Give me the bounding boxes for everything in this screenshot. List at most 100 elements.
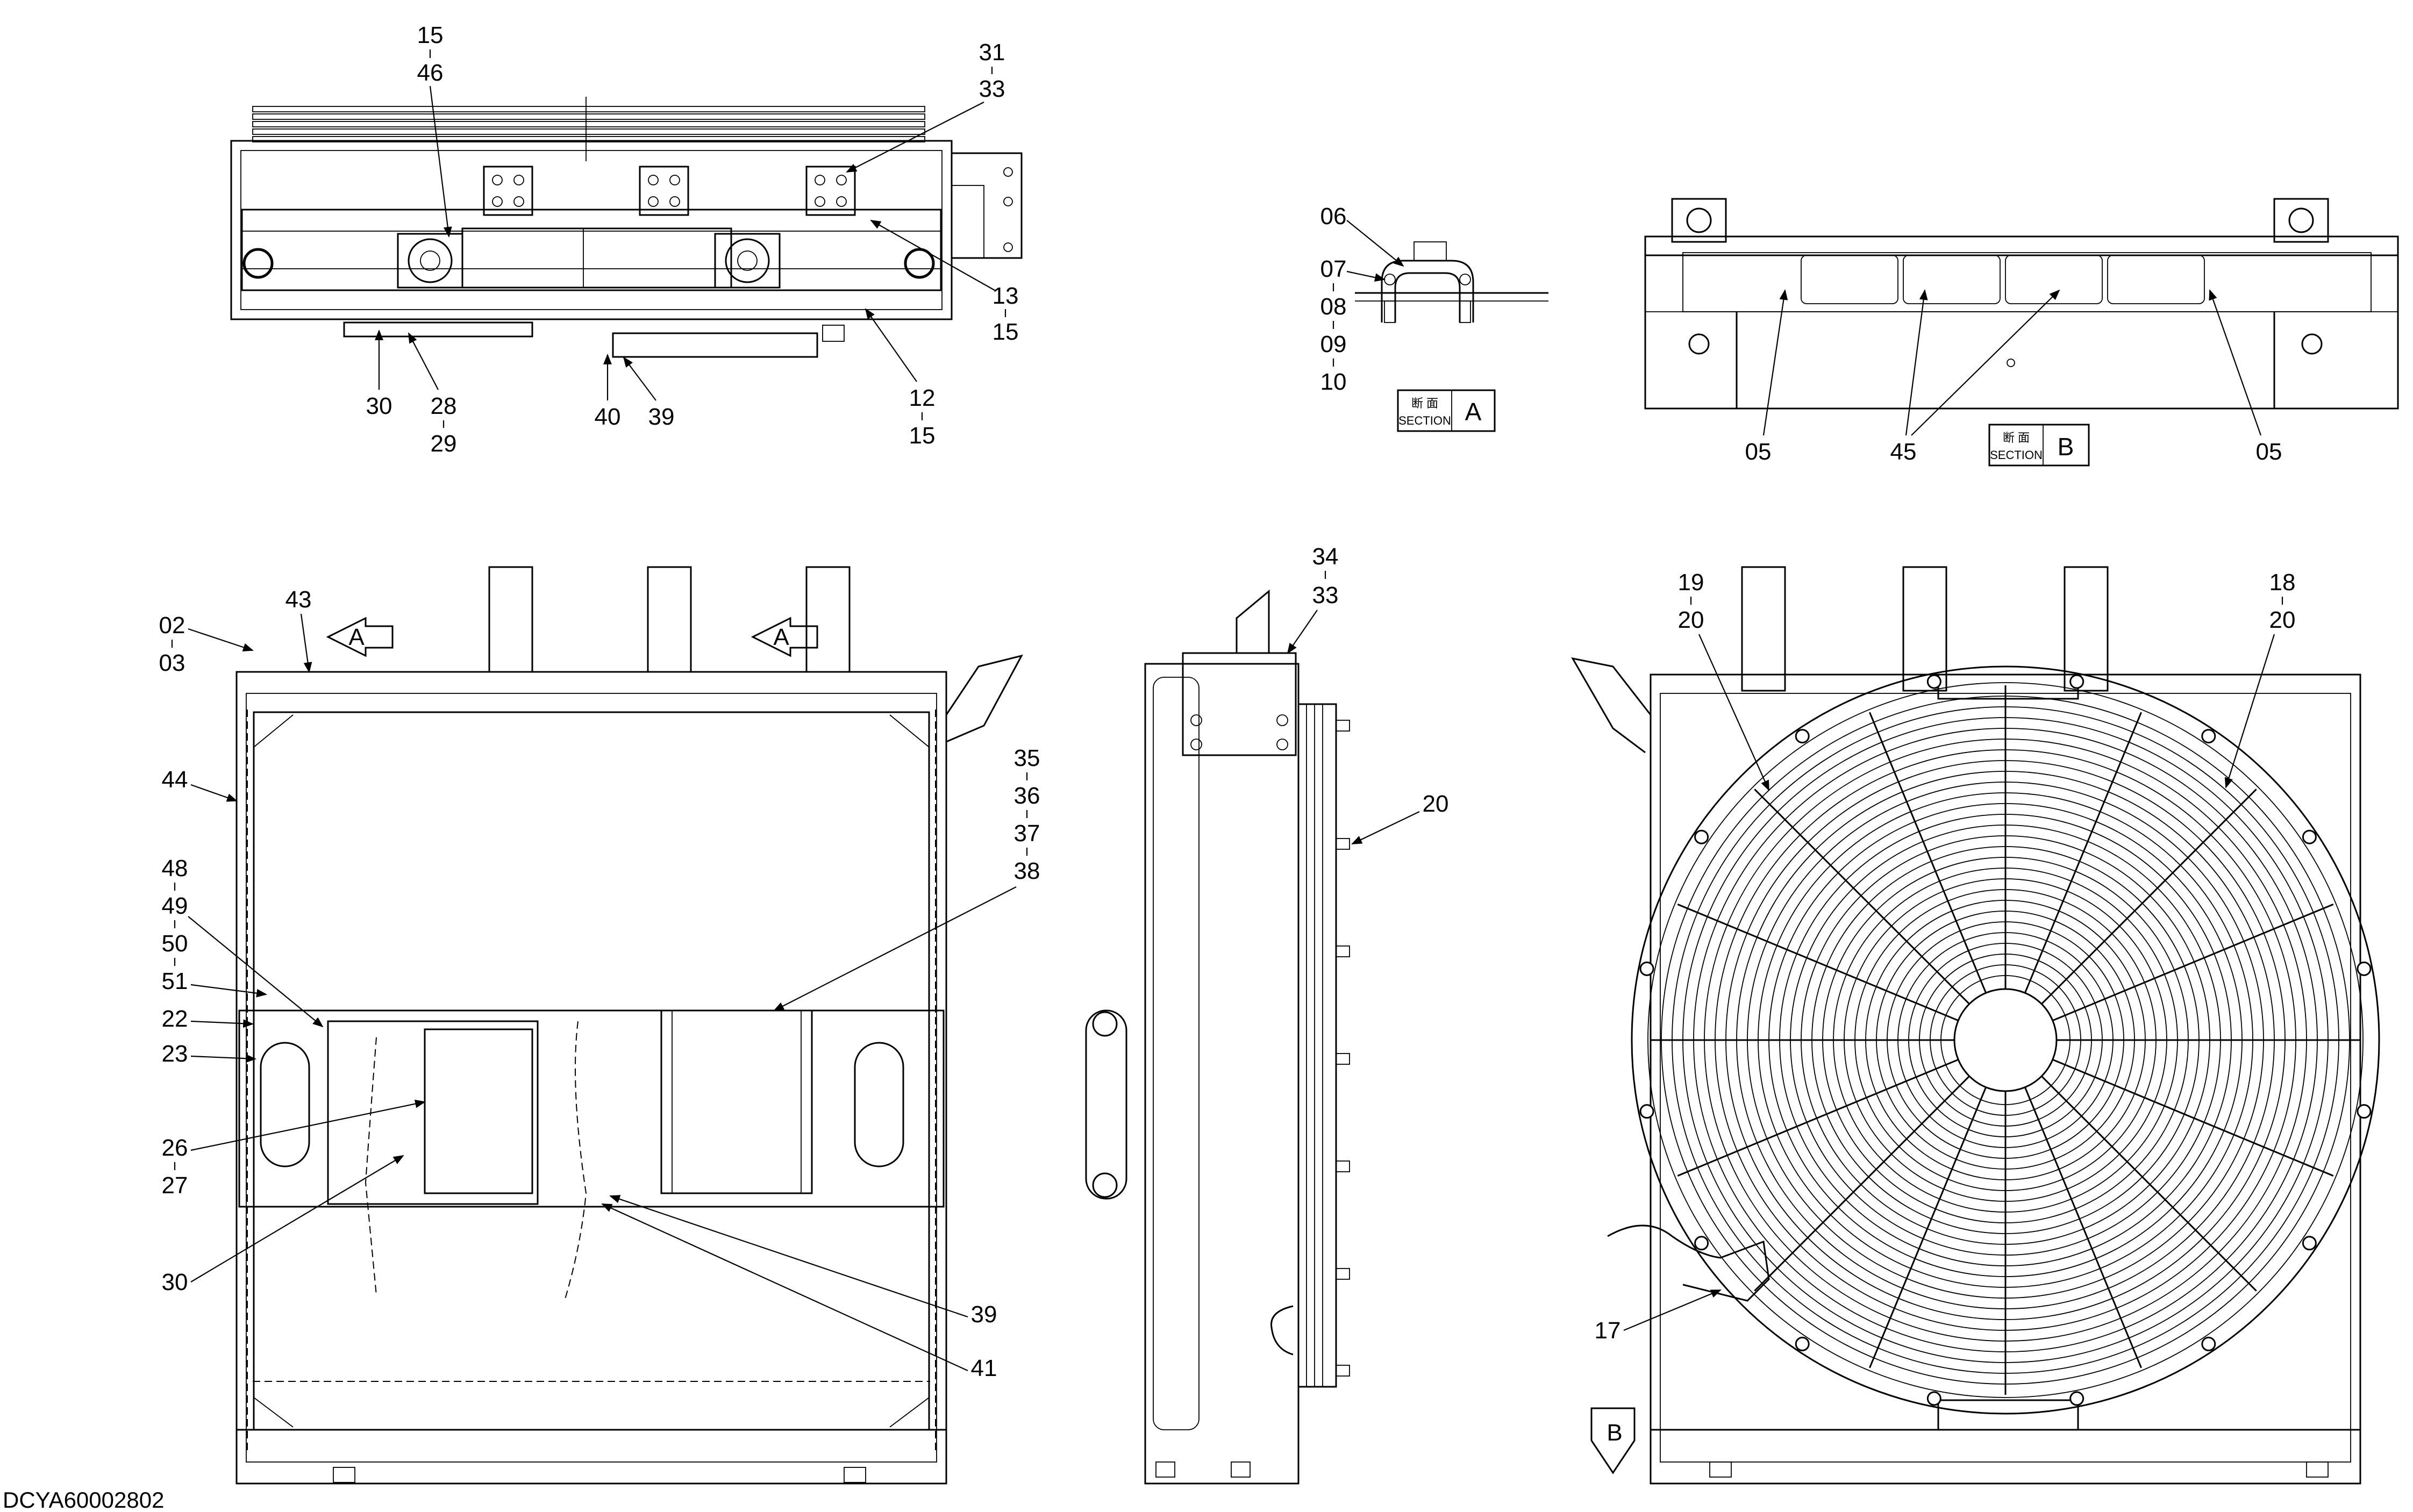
rear-callouts: 19 20 18 20 17 [1595, 569, 2296, 1344]
callout: 38 [1014, 858, 1040, 884]
callout: 22 [162, 1006, 188, 1032]
guard-spoke [1754, 1076, 1970, 1292]
callout: 17 [1595, 1317, 1621, 1344]
callout: 09 [1320, 331, 1347, 357]
callout: 26 [162, 1135, 188, 1161]
top-view: 15 46 31 33 13 15 12 15 30 28 29 40 39 [230, 22, 1023, 457]
callout: 15 [993, 319, 1019, 345]
shroud-bolt [2201, 1336, 2216, 1351]
section-letter: A [1465, 398, 1482, 426]
view-arrow-label: A [348, 624, 365, 650]
view-arrow-a-left: A [326, 617, 394, 657]
fan-guard-spokes [1651, 685, 2360, 1395]
rear-view: B 19 20 18 20 17 [1571, 566, 2380, 1485]
callout: 06 [1320, 203, 1347, 230]
callout: 33 [1312, 582, 1339, 608]
shroud-bolt [2069, 1391, 2084, 1406]
section-letter: B [2058, 433, 2074, 461]
shroud-bolts [1639, 674, 2372, 1406]
view-arrow-label: B [1607, 1420, 1622, 1446]
guard-spoke [2024, 1087, 2142, 1368]
shroud-bolt [1639, 961, 1654, 976]
shroud-bolt [2302, 1236, 2317, 1251]
front-main-frame [235, 671, 947, 1485]
guard-spoke [2041, 1076, 2257, 1292]
callout: 15 [417, 22, 444, 48]
front-callouts: 02 03 43 44 35 36 37 38 48 49 50 51 2 [159, 586, 1040, 1381]
section-word: SECTION [1990, 448, 2043, 462]
section-kanji: 断 面 [2003, 431, 2030, 445]
fan-hub [1953, 988, 2058, 1092]
guard-spoke [2024, 712, 2142, 993]
callout: 43 [285, 586, 312, 613]
section-b-callouts: 05 45 05 [1745, 289, 2282, 465]
shroud-bolt [2069, 674, 2084, 689]
callout: 45 [1890, 439, 1917, 465]
callout: 05 [2256, 439, 2282, 465]
callout: 07 [1320, 256, 1347, 282]
callout: 29 [431, 431, 457, 457]
callout: 27 [162, 1172, 188, 1199]
fan-shroud [1631, 665, 2380, 1415]
top-fins [252, 106, 925, 142]
shroud-bolt [2357, 961, 2372, 976]
callout: 05 [1745, 439, 1772, 465]
shroud-bolt [2201, 729, 2216, 744]
shroud-bolt [1926, 674, 1941, 689]
callout: 20 [1423, 791, 1449, 817]
shroud-bolt [1639, 1104, 1654, 1119]
guard-spoke [2041, 789, 2257, 1005]
callout: 20 [2269, 607, 2296, 633]
callout: 46 [417, 60, 444, 86]
callout: 13 [993, 283, 1019, 309]
section-word: SECTION [1398, 414, 1451, 427]
section-a-callouts: 06 07 08 09 10 [1320, 203, 1404, 395]
callout: 30 [162, 1269, 188, 1295]
guard-spoke [1869, 712, 1987, 993]
guard-spoke [1677, 1058, 1959, 1177]
shroud-bolt [1694, 829, 1709, 844]
view-arrow-b: B [1590, 1407, 1636, 1474]
view-arrow-a-right: A [751, 617, 818, 657]
callout: 23 [162, 1041, 188, 1067]
callout: 48 [162, 855, 188, 882]
shroud-bolt [1694, 1236, 1709, 1251]
callout: 08 [1320, 293, 1347, 320]
section-a-view: 06 07 08 09 10 断 面 SECTION A [1320, 203, 1548, 432]
top-callouts: 15 46 31 33 13 15 12 15 30 28 29 40 39 [366, 22, 1019, 457]
callout: 18 [2269, 569, 2296, 596]
callout: 33 [979, 76, 1005, 102]
callout: 30 [366, 393, 392, 419]
drawing-code: DCYA60002802 [3, 1487, 164, 1512]
shroud-bolt [1795, 729, 1810, 744]
guard-spoke [2052, 904, 2334, 1022]
callout: 36 [1014, 783, 1040, 809]
section-b-label: 断 面 SECTION B [1988, 424, 2090, 467]
side-main-frame [1144, 663, 1300, 1485]
callout: 03 [159, 650, 185, 676]
callout: 51 [162, 968, 188, 994]
section-kanji: 断 面 [1411, 397, 1438, 410]
callout: 40 [595, 404, 621, 430]
callout: 50 [162, 930, 188, 957]
callout: 35 [1014, 745, 1040, 771]
callout: 49 [162, 893, 188, 919]
shroud-bolt [1926, 1391, 1941, 1406]
side-view: 34 33 20 [1085, 543, 1449, 1485]
callout: 44 [162, 766, 188, 793]
callout: 19 [1678, 569, 1704, 596]
callout: 37 [1014, 820, 1040, 847]
shroud-bolt [2302, 829, 2317, 844]
side-callouts: 34 33 20 [1287, 543, 1449, 844]
callout: 10 [1320, 369, 1347, 395]
callout: 34 [1312, 543, 1339, 570]
top-main-frame [230, 140, 953, 320]
callout: 20 [1678, 607, 1704, 633]
callout: 12 [909, 385, 936, 411]
view-arrow-label: A [773, 624, 789, 650]
front-view: A A 02 03 43 44 35 36 37 38 48 49 [159, 566, 1040, 1485]
shroud-bolt [1795, 1336, 1810, 1351]
callout: 02 [159, 612, 185, 639]
callout: 39 [971, 1301, 997, 1328]
